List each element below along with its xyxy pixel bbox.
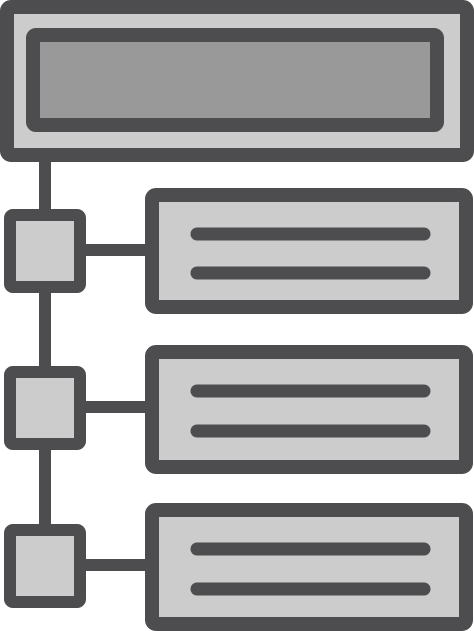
list-item — [4, 503, 473, 631]
item-node — [4, 209, 86, 293]
item-card — [145, 345, 473, 474]
header-panel — [0, 0, 474, 162]
list-item — [4, 345, 473, 474]
item-card — [145, 503, 473, 631]
item-node — [4, 366, 86, 450]
header-bar — [26, 28, 444, 132]
item-node — [4, 524, 86, 608]
list-item — [4, 188, 473, 314]
item-card — [145, 188, 473, 314]
